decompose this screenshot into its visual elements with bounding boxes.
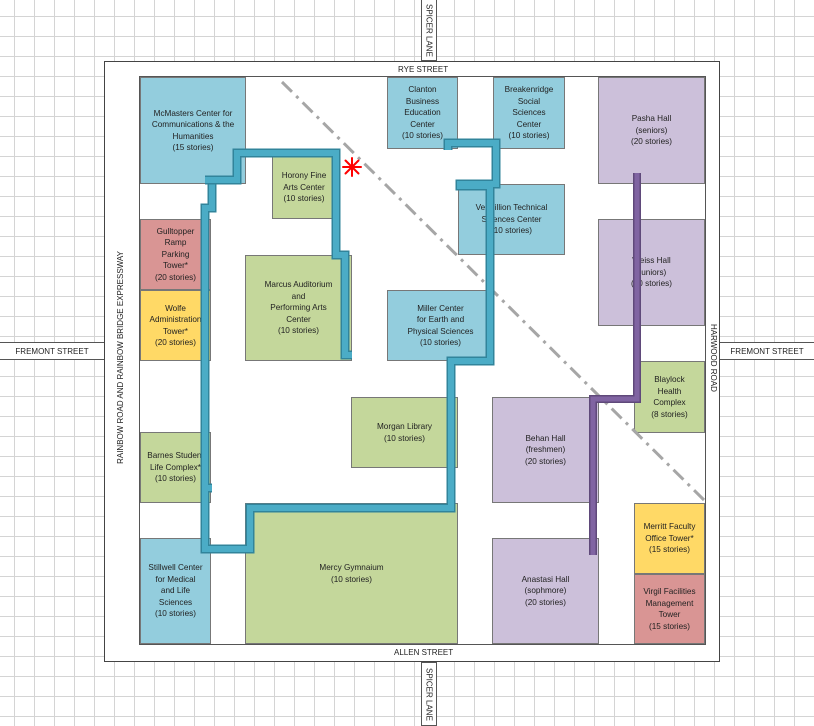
pasha-hall-label: Pasha Hall (seniors) (20 stories) bbox=[631, 114, 672, 147]
merritt-faculty-office-tower[interactable]: Merritt Faculty Office Tower* (15 storie… bbox=[634, 503, 705, 574]
marcus-auditorium[interactable]: Marcus Auditorium and Performing Arts Ce… bbox=[245, 255, 352, 361]
vermillion-center[interactable]: Vermillion Technical Sciences Center (10… bbox=[458, 184, 565, 255]
morgan-library[interactable]: Morgan Library (10 stories) bbox=[351, 397, 458, 468]
red-star-icon[interactable] bbox=[342, 157, 362, 177]
fremont-street-west-label: FREMONT STREET bbox=[15, 346, 89, 356]
barnes-student-life-complex[interactable]: Barnes Student Life Complex* (10 stories… bbox=[140, 432, 211, 503]
blaylock-health-complex-label: Blaylock Health Complex (8 stories) bbox=[651, 375, 688, 419]
horony-arts-center[interactable]: Horony Fine Arts Center (10 stories) bbox=[272, 156, 336, 219]
clanton-center[interactable]: Clanton Business Education Center (10 st… bbox=[387, 77, 458, 149]
spicer-lane-north-label: SPICER LANE bbox=[424, 3, 434, 57]
purple-skywalk bbox=[590, 173, 640, 555]
behan-hall-label: Behan Hall (freshmen) (20 stories) bbox=[525, 433, 566, 466]
clanton-center-label: Clanton Business Education Center (10 st… bbox=[402, 85, 443, 141]
spicer-lane-north: SPICER LANE bbox=[421, 0, 437, 61]
breakenridge-center-label: Breakenridge Social Sciences Center (10 … bbox=[504, 85, 554, 141]
horony-arts-center-label: Horony Fine Arts Center (10 stories) bbox=[281, 171, 327, 204]
virgil-facilities-tower-label: Virgil Facilities Management Tower (15 s… bbox=[643, 587, 696, 631]
mercy-gymnasium[interactable]: Mercy Gymnaium (10 stories) bbox=[245, 503, 458, 644]
mercy-gymnasium-label: Mercy Gymnaium (10 stories) bbox=[319, 563, 384, 584]
blue-skywalk-north bbox=[205, 150, 352, 358]
merritt-faculty-office-tower-label: Merritt Faculty Office Tower* (15 storie… bbox=[643, 522, 696, 555]
mcmasters-center-label: McMasters Center for Communications & th… bbox=[151, 108, 235, 153]
blue-skywalk bbox=[202, 140, 499, 552]
morgan-library-label: Morgan Library (10 stories) bbox=[376, 422, 433, 443]
fremont-street-east-label: FREMONT STREET bbox=[730, 346, 804, 356]
gulltopper-parking-tower[interactable]: Gulltopper Ramp Parking Tower* (20 stori… bbox=[140, 219, 211, 290]
anastasi-hall[interactable]: Anastasi Hall (sophmore) (20 stories) bbox=[492, 538, 599, 644]
miller-center-label: Miller Center for Earth and Physical Sci… bbox=[407, 303, 474, 348]
anastasi-hall-label: Anastasi Hall (sophmore) (20 stories) bbox=[521, 574, 570, 607]
allen-street-label: ALLEN STREET bbox=[394, 648, 454, 657]
blue-skywalk-north-outline bbox=[205, 148, 352, 360]
behan-hall[interactable]: Behan Hall (freshmen) (20 stories) bbox=[492, 397, 599, 503]
breakenridge-center[interactable]: Breakenridge Social Sciences Center (10 … bbox=[493, 77, 565, 149]
marcus-auditorium-label: Marcus Auditorium and Performing Arts Ce… bbox=[264, 280, 333, 336]
stillwell-center[interactable]: Stillwell Center for Medical and Life Sc… bbox=[140, 538, 211, 644]
harwood-road-label: HARWOOD ROAD bbox=[709, 324, 718, 392]
barnes-student-life-complex-label: Barnes Student Life Complex* (10 stories… bbox=[147, 451, 204, 484]
stillwell-center-label: Stillwell Center for Medical and Life Sc… bbox=[148, 563, 203, 619]
rye-street-label: RYE STREET bbox=[398, 65, 449, 74]
wolfe-administration-tower-label: Wolfe Administration Tower* (20 stories) bbox=[149, 303, 202, 348]
purple-skywalk-outline bbox=[589, 173, 641, 555]
mcmasters-center[interactable]: McMasters Center for Communications & th… bbox=[140, 77, 246, 184]
gulltopper-parking-tower-label: Gulltopper Ramp Parking Tower* (20 stori… bbox=[155, 226, 196, 282]
virgil-facilities-tower[interactable]: Virgil Facilities Management Tower (15 s… bbox=[634, 574, 705, 644]
blaylock-health-complex[interactable]: Blaylock Health Complex (8 stories) bbox=[634, 361, 705, 433]
spicer-lane-south-label: SPICER LANE bbox=[424, 667, 434, 721]
wolfe-administration-tower[interactable]: Wolfe Administration Tower* (20 stories) bbox=[140, 290, 211, 361]
pasha-hall[interactable]: Pasha Hall (seniors) (20 stories) bbox=[598, 77, 705, 184]
